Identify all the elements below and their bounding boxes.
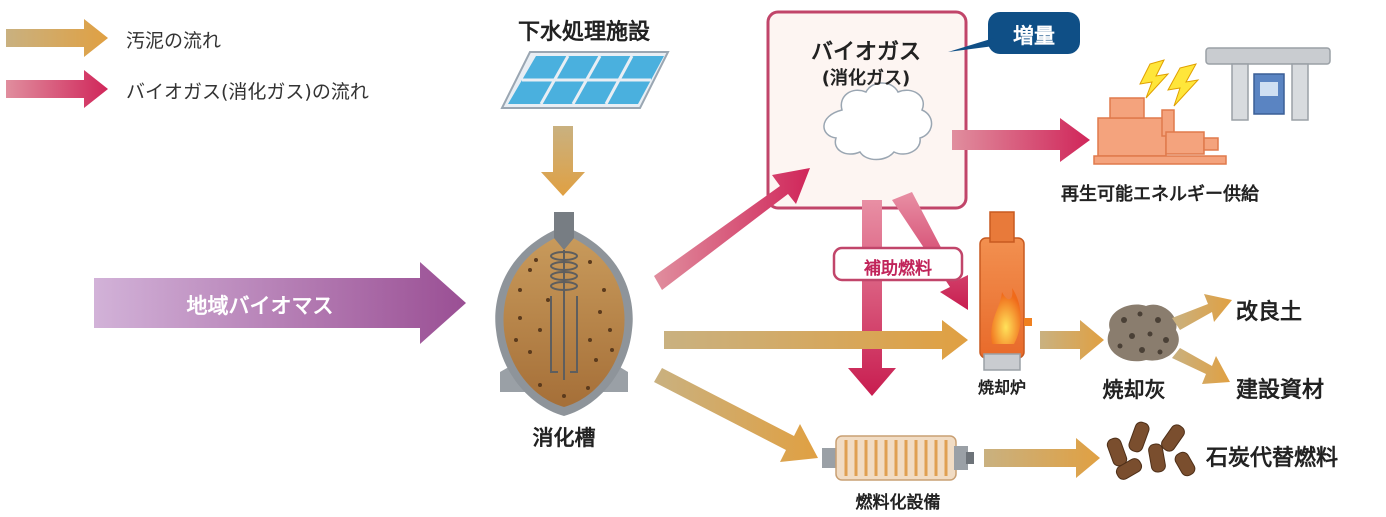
biogas-box — [766, 10, 968, 210]
incinerator-icon — [979, 211, 1032, 371]
fuel-facility-label: 燃料化設備 — [855, 493, 941, 513]
ash-icon — [1107, 304, 1179, 362]
arrow-digester-to-incinerator — [664, 320, 968, 360]
legend-sludge-arrow — [6, 19, 108, 57]
sewage-facility-label: 下水処理施設 — [517, 20, 651, 45]
biogas-title: バイオガス — [810, 40, 922, 65]
legend-biogas-arrow — [6, 70, 108, 108]
pellets-icon — [1106, 421, 1196, 480]
generator-icon — [1093, 97, 1227, 165]
construction-material-label: 建設資材 — [1236, 378, 1325, 403]
soil-improvement-label: 改良土 — [1236, 300, 1303, 325]
digester-label: 消化槽 — [532, 426, 596, 450]
incinerator-label: 焼却炉 — [977, 378, 1027, 397]
arrow-ash-to-construction — [1172, 348, 1230, 384]
incinerated-ash-label: 焼却灰 — [1102, 378, 1166, 402]
biogas-subtitle: (消化ガス) — [821, 68, 911, 89]
aux-fuel-box — [832, 246, 964, 282]
digester-tank-icon — [495, 212, 633, 416]
legend-sludge-label: 汚泥の流れ — [126, 30, 222, 52]
sewage-facility-icon — [500, 51, 670, 109]
increase-badge-label: 増量 — [1013, 24, 1055, 48]
arrow-sewage-to-digester — [541, 126, 585, 196]
increase-badge — [948, 12, 1080, 54]
lightning-icon — [1139, 59, 1200, 107]
arrow-ash-to-soil — [1172, 294, 1232, 330]
aux-fuel-label: 補助燃料 — [864, 259, 932, 279]
arrow-incinerator-to-ash — [1040, 320, 1104, 360]
arrow-digester-to-fuel-facility — [654, 368, 818, 462]
arrow-biogas-to-fuel-facility — [848, 200, 896, 396]
gas-station-icon — [1205, 47, 1331, 121]
renewable-supply-label: 再生可能エネルギー供給 — [1061, 184, 1259, 205]
coal-substitute-label: 石炭代替燃料 — [1206, 446, 1339, 471]
arrow-biogas-to-renewable — [952, 118, 1090, 162]
arrow-fuel-to-coal — [984, 438, 1100, 478]
legend-biogas-label: バイオガス(消化ガス)の流れ — [126, 81, 369, 103]
regional-biomass-label: 地域バイオマス — [186, 294, 334, 318]
biomass-arrow — [94, 262, 466, 344]
arrow-digester-to-biogas — [654, 168, 810, 290]
fuel-facility-icon — [822, 435, 974, 481]
